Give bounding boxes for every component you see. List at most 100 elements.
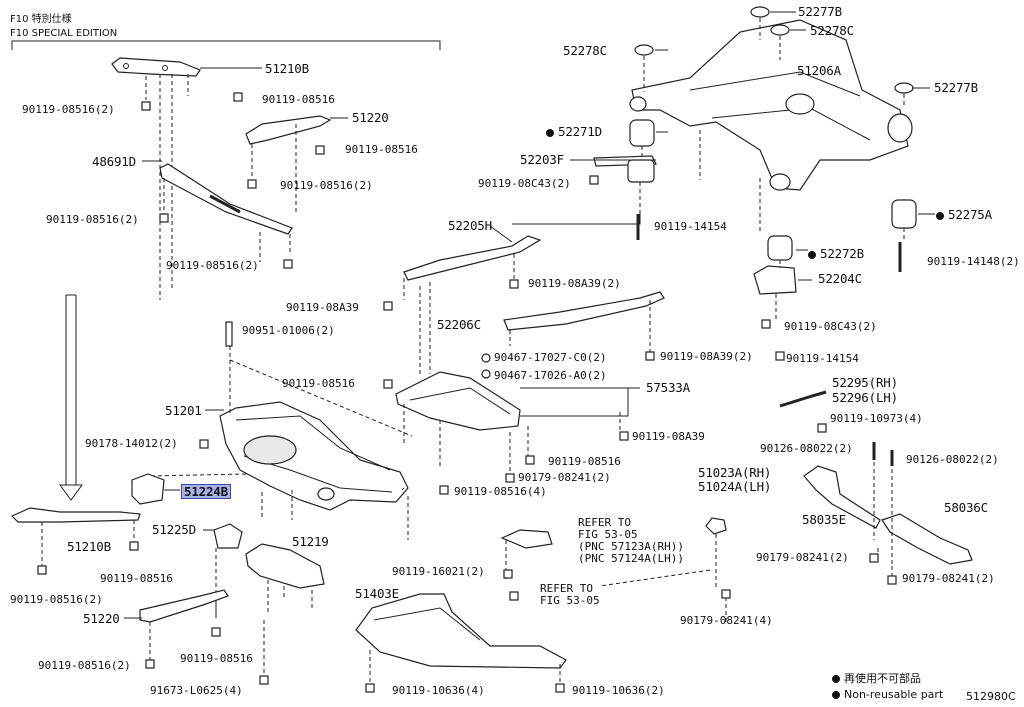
part-90951-01006-2[interactable]: 90951-01006(2) bbox=[242, 324, 335, 337]
non-reusable-dot-icon bbox=[832, 675, 840, 683]
part-52275a[interactable]: 52275A bbox=[936, 208, 992, 221]
part-48691d[interactable]: 48691D bbox=[92, 154, 136, 169]
part-90119-14148-2[interactable]: 90119-14148(2) bbox=[927, 255, 1020, 268]
bolts-crossmember bbox=[199, 321, 233, 449]
part-90119-10636-2[interactable]: 90119-10636(2) bbox=[572, 684, 665, 697]
part-52277b-right[interactable]: 52277B bbox=[934, 80, 978, 95]
brace-51220-low-shape bbox=[139, 589, 229, 623]
subframe-51206a-shape bbox=[629, 19, 913, 191]
brace-52205h-shape bbox=[403, 235, 542, 281]
part-90119-08516-c[interactable]: 90119-08516 bbox=[282, 377, 355, 390]
part-51024a-lh[interactable]: 51024A(LH) bbox=[698, 479, 772, 494]
part-52205h[interactable]: 52205H bbox=[448, 218, 492, 233]
refer-block-2[interactable]: REFER TO FIG 53-05 bbox=[540, 583, 600, 607]
legend-en-text: Non-reusable part bbox=[844, 688, 944, 701]
part-51210b-low[interactable]: 51210B bbox=[67, 539, 111, 554]
part-90119-08516-2-a[interactable]: 90119-08516(2) bbox=[22, 103, 115, 116]
brace-51220-top-shape bbox=[245, 115, 332, 145]
refer-1-line3: (PNC 57123A(RH)) bbox=[578, 540, 684, 553]
part-90119-08516-f[interactable]: 90119-08516 bbox=[180, 652, 253, 665]
part-51224b-highlighted[interactable]: 51224B bbox=[181, 484, 231, 499]
part-90119-08516-b[interactable]: 90119-08516 bbox=[345, 143, 418, 156]
part-52277b-top[interactable]: 52277B bbox=[798, 4, 842, 19]
part-51023a-rh[interactable]: 51023A(RH) bbox=[698, 465, 772, 480]
crossmember-51201-shape bbox=[219, 401, 409, 511]
part-90179-08241-4[interactable]: 90179-08241(4) bbox=[680, 614, 773, 627]
down-arrow-icon bbox=[59, 294, 83, 501]
part-90119-08516-a[interactable]: 90119-08516 bbox=[262, 93, 335, 106]
bolts-lower-right bbox=[869, 442, 897, 585]
part-90119-14154-a[interactable]: 90119-14154 bbox=[654, 220, 727, 233]
bracket-51023a-shape bbox=[705, 517, 727, 535]
brace-58036c-shape bbox=[881, 513, 973, 565]
bracket-51225d-shape bbox=[213, 523, 243, 549]
part-90119-08516-2-d[interactable]: 90119-08516(2) bbox=[166, 259, 259, 272]
part-90119-08516-2-e[interactable]: 90119-08516(2) bbox=[10, 593, 103, 606]
part-90119-16021-2[interactable]: 90119-16021(2) bbox=[392, 565, 485, 578]
part-90119-08a39-b[interactable]: 90119-08A39 bbox=[632, 430, 705, 443]
figure-code: 512980C bbox=[966, 690, 1016, 703]
part-58036c[interactable]: 58036C bbox=[944, 500, 988, 515]
part-90119-08516-e[interactable]: 90119-08516 bbox=[100, 572, 173, 585]
refer-2-line2: FIG 53-05 bbox=[540, 594, 600, 607]
part-90126-08022-2-b[interactable]: 90126-08022(2) bbox=[906, 453, 999, 466]
part-90119-08516-4[interactable]: 90119-08516(4) bbox=[454, 485, 547, 498]
header-title-jp: F10 特別仕様 bbox=[10, 14, 72, 25]
part-90119-08a39-2-a[interactable]: 90119-08A39(2) bbox=[528, 277, 621, 290]
part-52278c-left[interactable]: 52278C bbox=[563, 43, 607, 58]
part-90119-08516-d[interactable]: 90119-08516 bbox=[548, 455, 621, 468]
part-90119-10973-4[interactable]: 90119-10973(4) bbox=[830, 412, 923, 425]
part-52206c[interactable]: 52206C bbox=[437, 317, 481, 332]
part-52278c-right[interactable]: 52278C bbox=[810, 23, 854, 38]
part-90179-08241-2-a[interactable]: 90179-08241(2) bbox=[518, 471, 611, 484]
part-90126-08022-2-a[interactable]: 90126-08022(2) bbox=[760, 442, 853, 455]
part-90467-17027[interactable]: 90467-17027-C0(2) bbox=[494, 351, 607, 364]
part-90119-08516-2-b[interactable]: 90119-08516(2) bbox=[280, 179, 373, 192]
part-52275a-label: 52275A bbox=[948, 207, 992, 222]
part-52295-rh[interactable]: 52295(RH) bbox=[832, 375, 898, 390]
part-90119-08a39-2-b[interactable]: 90119-08A39(2) bbox=[660, 350, 753, 363]
part-52296-lh[interactable]: 52296(LH) bbox=[832, 390, 898, 405]
non-reusable-dot-icon bbox=[936, 211, 944, 220]
part-90119-08a39-a[interactable]: 90119-08A39 bbox=[286, 301, 359, 314]
part-90119-14154-b[interactable]: 90119-14154 bbox=[786, 352, 859, 365]
part-52203f[interactable]: 52203F bbox=[520, 152, 564, 167]
part-51220-top[interactable]: 51220 bbox=[352, 110, 389, 125]
part-57533a[interactable]: 57533A bbox=[646, 380, 690, 395]
cover-51403e-shape bbox=[355, 593, 567, 669]
part-52204c[interactable]: 52204C bbox=[818, 271, 862, 286]
refer-1-line2: FIG 53-05 bbox=[578, 528, 638, 541]
bolts-cover bbox=[439, 431, 629, 495]
part-90179-08241-2-c[interactable]: 90179-08241(2) bbox=[902, 572, 995, 585]
non-reusable-dot-icon bbox=[546, 128, 554, 137]
part-91673-l0625-4[interactable]: 91673-L0625(4) bbox=[150, 684, 243, 697]
part-90119-08516-2-c[interactable]: 90119-08516(2) bbox=[46, 213, 139, 226]
part-90467-17026[interactable]: 90467-17026-A0(2) bbox=[494, 369, 607, 382]
brace-58035e-shape bbox=[803, 465, 881, 529]
part-51403e[interactable]: 51403E bbox=[355, 586, 399, 601]
bracket-51224b-shape bbox=[131, 473, 165, 505]
part-51220-low[interactable]: 51220 bbox=[83, 611, 120, 626]
bolts-lower-left bbox=[37, 541, 269, 685]
part-51219[interactable]: 51219 bbox=[292, 534, 329, 549]
part-51206a[interactable]: 51206A bbox=[797, 63, 841, 78]
part-52272b[interactable]: 52272B bbox=[808, 247, 864, 260]
part-90179-08241-2-b[interactable]: 90179-08241(2) bbox=[756, 551, 849, 564]
part-90178-14012-2[interactable]: 90178-14012(2) bbox=[85, 437, 178, 450]
legend-jp-text: 再使用不可部品 bbox=[844, 672, 921, 685]
refer-block-1[interactable]: REFER TO FIG 53-05 (PNC 57123A(RH)) (PNC… bbox=[578, 517, 684, 565]
rod-48691d-shape bbox=[159, 163, 293, 235]
part-51201[interactable]: 51201 bbox=[165, 403, 202, 418]
part-90119-10636-4[interactable]: 90119-10636(4) bbox=[392, 684, 485, 697]
part-52271d-label: 52271D bbox=[558, 124, 602, 139]
part-90119-08c43-2-b[interactable]: 90119-08C43(2) bbox=[784, 320, 877, 333]
part-58035e[interactable]: 58035E bbox=[802, 512, 846, 527]
refer-1-line4: (PNC 57124A(LH)) bbox=[578, 552, 684, 565]
non-reusable-dot-icon bbox=[832, 691, 840, 699]
brace-52206c-shape bbox=[503, 291, 665, 331]
part-90119-08c43-2-a[interactable]: 90119-08C43(2) bbox=[478, 177, 571, 190]
part-52271d[interactable]: 52271D bbox=[546, 125, 602, 138]
part-51210b-top[interactable]: 51210B bbox=[265, 61, 309, 76]
part-90119-08516-2-f[interactable]: 90119-08516(2) bbox=[38, 659, 131, 672]
part-51225d[interactable]: 51225D bbox=[152, 522, 196, 537]
